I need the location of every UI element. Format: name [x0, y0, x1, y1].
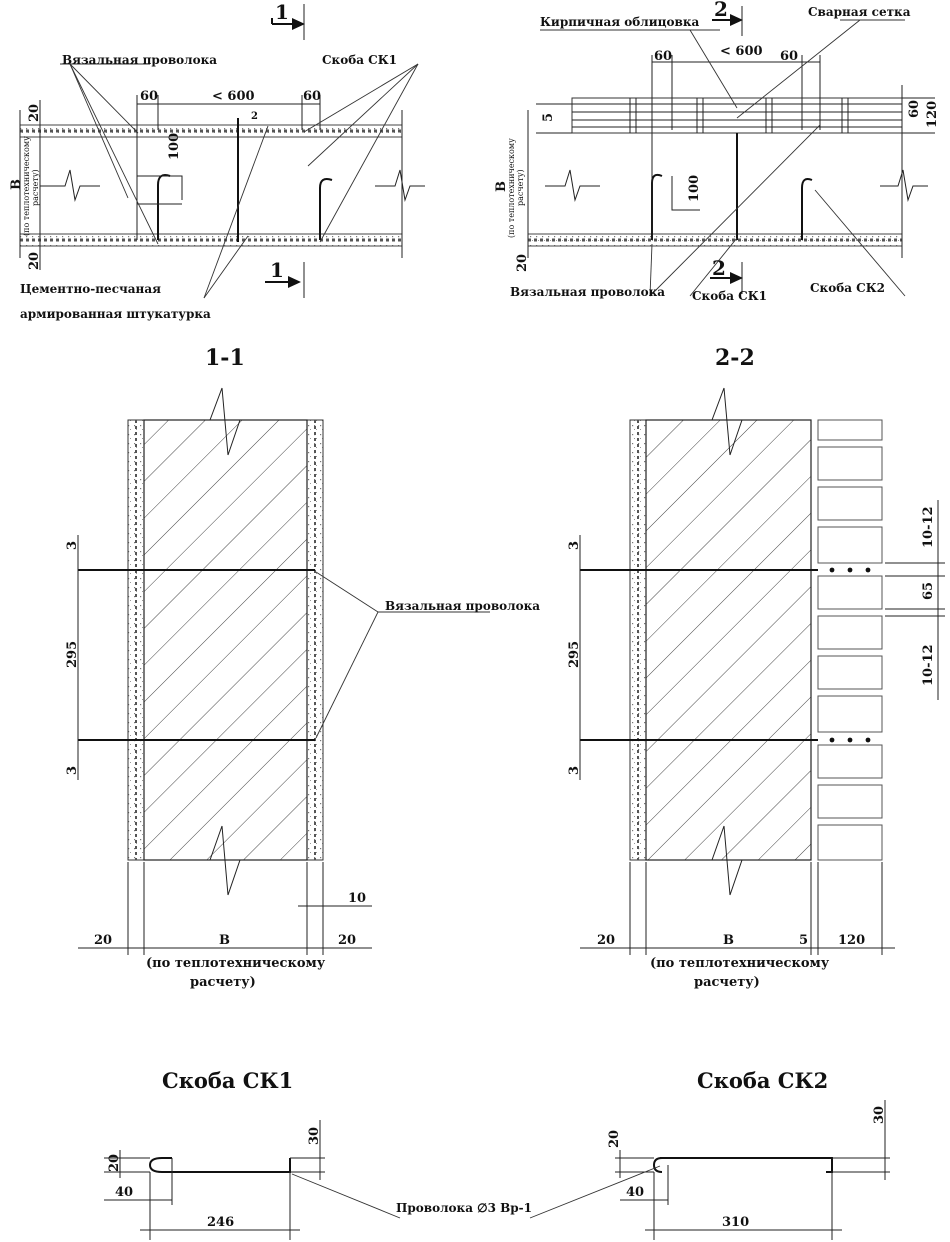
sk2-dim-310: 310 — [722, 1215, 749, 1230]
plan1-dim-2: 2 — [251, 111, 258, 122]
bracket-sk2-detail: Скоба СК2 20 40 310 30 — [607, 1068, 890, 1240]
brick-facing — [817, 419, 883, 861]
plan2-dim-60-left: 60 — [654, 49, 672, 64]
plan1-section-mark-bottom: 1 — [270, 258, 284, 282]
sec2-title: 2-2 — [715, 345, 755, 371]
plan1-b-sub-1: (по теплотехническому — [22, 136, 31, 236]
section-2-2: 2-2 — [567, 345, 945, 990]
plan1-wire-label: Вязальная проволока — [62, 53, 217, 67]
sec2-note-2: расчету) — [694, 975, 760, 990]
sec2-note-1: (по теплотехническому — [650, 956, 830, 971]
sk1-dim-30: 30 — [307, 1127, 322, 1145]
plan1-dim-60-left: 60 — [140, 89, 158, 104]
sec1-title: 1-1 — [205, 345, 245, 371]
bracket-sk1-detail: Скоба СК1 20 40 246 30 — [104, 1068, 325, 1240]
sec2-dim-b: В — [723, 933, 734, 948]
sk2-dim-30: 30 — [872, 1106, 887, 1124]
sk1-dim-40: 40 — [115, 1185, 133, 1200]
sec1-dim-10: 10 — [348, 891, 366, 906]
sec2-dim-1012-bottom: 10-12 — [921, 644, 936, 686]
plan1-bracket-label: Скоба СК1 — [322, 53, 397, 67]
plan2-dim-100: 100 — [687, 175, 702, 202]
plan2-bracket2-label: Скоба СК2 — [810, 281, 885, 295]
plan1-plaster-label-2: армированная штукатурка — [20, 307, 211, 321]
sec1-dim-3-bottom: 3 — [65, 766, 80, 775]
sec2-dim-3-top: 3 — [567, 541, 582, 550]
plan1-dim-600: < 600 — [212, 89, 255, 104]
sec1-dim-20-left: 20 — [94, 933, 112, 948]
plan1-plaster-label-1: Цементно-песчаная — [20, 282, 161, 296]
plan2-dim-5: 5 — [541, 113, 556, 122]
sk2-title: Скоба СК2 — [697, 1068, 828, 1093]
sec2-dim-3-bottom: 3 — [567, 766, 582, 775]
plan2-b-sub-2: расчету) — [516, 169, 525, 206]
sk2-dim-20: 20 — [607, 1130, 622, 1148]
plan1-b-sub-2: расчету) — [31, 169, 40, 206]
plan1-dim-20-bottom: 20 — [27, 252, 42, 270]
plan2-section-mark-top: 2 — [714, 0, 728, 21]
plan2-mesh-label: Сварная сетка — [808, 5, 911, 19]
plan-view-2: Кирпичная облицовка Сварная сетка Вязаль… — [494, 0, 940, 303]
sec2-dim-5: 5 — [799, 933, 808, 948]
plan2-facing-label: Кирпичная облицовка — [540, 15, 700, 29]
sec2-dim-120: 120 — [838, 933, 865, 948]
plan2-dim-120-side: 120 — [925, 101, 940, 128]
sec1-dim-295: 295 — [65, 641, 80, 668]
plan2-dim-600: < 600 — [720, 44, 763, 59]
sk1-title: Скоба СК1 — [162, 1068, 293, 1093]
plan2-wire-label: Вязальная проволока — [510, 285, 665, 299]
mesh-crossbars — [629, 98, 849, 133]
sec1-note-2: расчету) — [190, 975, 256, 990]
plan-view-1: Вязальная проволока Скоба СК1 Цементно-п… — [9, 0, 425, 321]
sk1-dim-246: 246 — [207, 1215, 234, 1230]
sec1-dim-20-right: 20 — [338, 933, 356, 948]
plan2-b-sub-1: (по теплотехническому — [507, 138, 516, 238]
wire-note: Проволока ∅3 Вр-1 — [396, 1201, 532, 1215]
plan1-section-mark-top: 1 — [275, 0, 289, 24]
sec1-wire-label: Вязальная проволока — [385, 599, 540, 613]
plan2-dim-60-right: 60 — [780, 49, 798, 64]
plan2-b-letter: В — [494, 181, 509, 192]
sec2-dim-65: 65 — [921, 582, 936, 600]
sk2-dim-40: 40 — [626, 1185, 644, 1200]
sec2-dim-20-left: 20 — [597, 933, 615, 948]
plan2-dim-20-bottom: 20 — [515, 254, 530, 272]
plan1-b-letter: В — [9, 179, 24, 190]
plan1-dim-20-top: 20 — [27, 104, 42, 122]
plan1-dim-100: 100 — [167, 133, 182, 160]
sec2-dim-295: 295 — [567, 641, 582, 668]
plan2-section-mark-bottom: 2 — [712, 256, 726, 280]
plan1-dim-60-right: 60 — [303, 89, 321, 104]
plan2-bracket1-label: Скоба СК1 — [692, 289, 767, 303]
sec1-dim-3-top: 3 — [65, 541, 80, 550]
plan2-dim-60-side: 60 — [907, 100, 922, 118]
section-1-1: 1-1 Вязальная проволока 3 295 3 10 20 В — [65, 345, 540, 990]
sec1-note-1: (по теплотехническому — [146, 956, 326, 971]
sec2-dim-1012-top: 10-12 — [921, 506, 936, 548]
sec1-dim-b: В — [219, 933, 230, 948]
sk1-dim-20: 20 — [107, 1154, 122, 1172]
